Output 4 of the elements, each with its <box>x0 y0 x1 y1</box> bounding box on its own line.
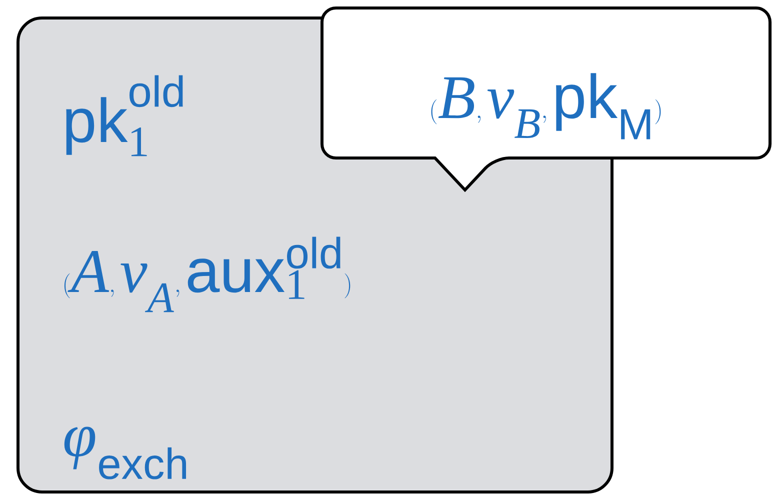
formula: $\phi_{\textsf{exch}}$ <box>64 426 186 480</box>
callout-bubble: $(B, v_{B}, \textsf{pk}_{\textsf{M}})$ <box>320 6 772 192</box>
formula: $(A, v_{A}, \textsf{aux}_{1}^{\textsf{old}})$ <box>64 236 350 312</box>
formula: $\textsf{pk}_{1}^{\textsf{old}}$ <box>66 75 183 156</box>
